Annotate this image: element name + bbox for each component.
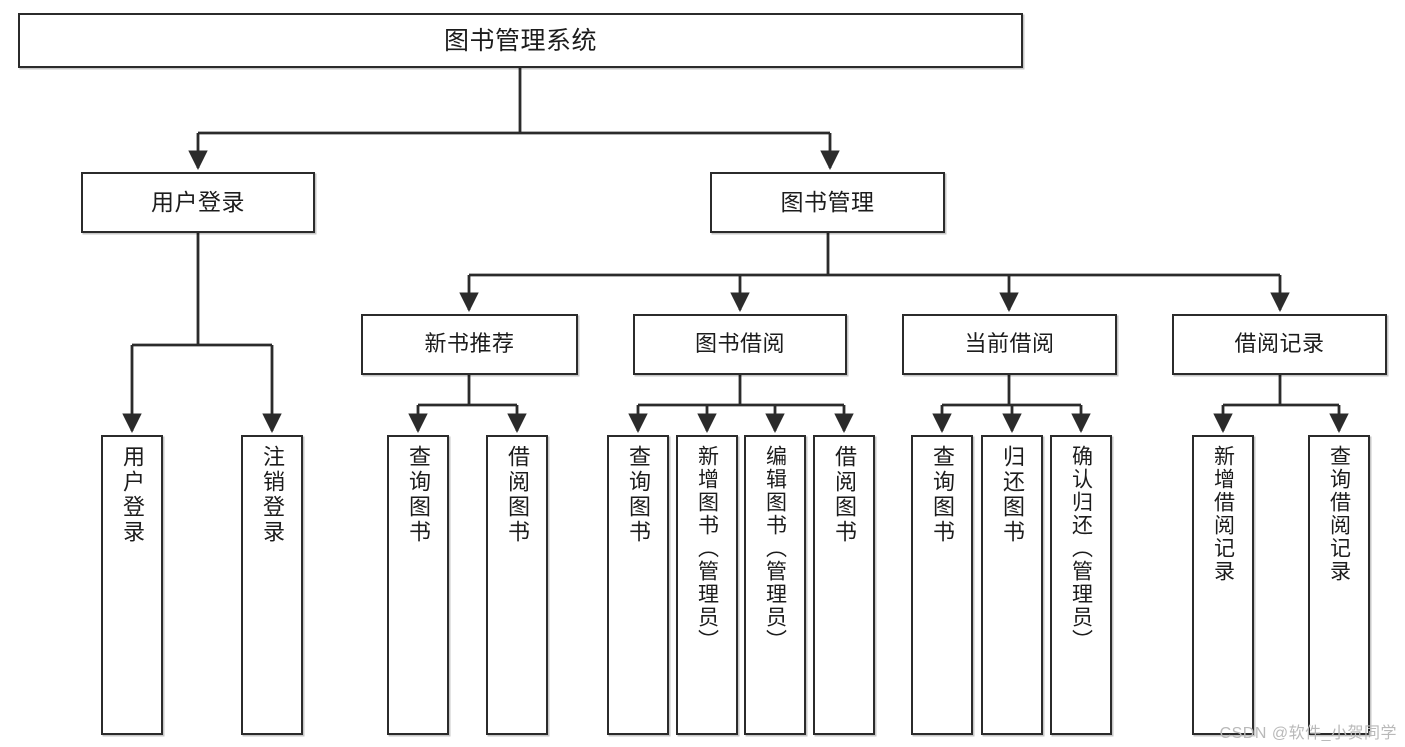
node-leaf-query-book-3[interactable]: 查询图书 — [911, 435, 973, 735]
node-borrow-record-label: 借阅记录 — [1234, 331, 1325, 357]
node-root-system[interactable]: 图书管理系统 — [18, 13, 1023, 68]
node-leaf-query-book-3-label: 查询图书 — [930, 445, 955, 545]
node-current-borrow[interactable]: 当前借阅 — [902, 314, 1117, 375]
node-leaf-logout-login-label: 注销登录 — [260, 445, 285, 545]
node-leaf-edit-book-admin-label: 编辑图书（管理员） — [763, 445, 787, 652]
node-leaf-borrow-book-2[interactable]: 借阅图书 — [813, 435, 875, 735]
node-leaf-add-borrow-record[interactable]: 新增借阅记录 — [1192, 435, 1254, 735]
node-leaf-return-book[interactable]: 归还图书 — [981, 435, 1043, 735]
node-leaf-query-borrow-record-label: 查询借阅记录 — [1327, 445, 1351, 583]
node-leaf-borrow-book-2-label: 借阅图书 — [832, 445, 857, 545]
node-leaf-logout-login[interactable]: 注销登录 — [241, 435, 303, 735]
node-leaf-add-book-admin[interactable]: 新增图书（管理员） — [676, 435, 738, 735]
node-leaf-query-book-2-label: 查询图书 — [626, 445, 651, 545]
node-leaf-add-borrow-record-label: 新增借阅记录 — [1211, 445, 1235, 583]
node-leaf-borrow-book-1[interactable]: 借阅图书 — [486, 435, 548, 735]
node-book-borrow[interactable]: 图书借阅 — [633, 314, 847, 375]
csdn-watermark: CSDN @软件_小贺同学 — [1219, 725, 1397, 742]
node-leaf-return-book-label: 归还图书 — [1000, 445, 1025, 545]
node-user-login-label: 用户登录 — [151, 188, 245, 215]
node-root-system-label: 图书管理系统 — [443, 26, 597, 55]
node-leaf-edit-book-admin[interactable]: 编辑图书（管理员） — [744, 435, 806, 735]
node-borrow-record[interactable]: 借阅记录 — [1172, 314, 1387, 375]
node-leaf-confirm-return-admin[interactable]: 确认归还（管理员） — [1050, 435, 1112, 735]
node-leaf-add-book-admin-label: 新增图书（管理员） — [695, 445, 719, 652]
node-leaf-query-book-2[interactable]: 查询图书 — [607, 435, 669, 735]
node-book-borrow-label: 图书借阅 — [694, 331, 785, 357]
node-leaf-confirm-return-admin-label: 确认归还（管理员） — [1069, 445, 1093, 652]
node-leaf-user-login-label: 用户登录 — [120, 445, 145, 545]
node-current-borrow-label: 当前借阅 — [964, 331, 1055, 357]
node-book-manage-label: 图书管理 — [780, 188, 875, 215]
node-leaf-query-borrow-record[interactable]: 查询借阅记录 — [1308, 435, 1370, 735]
node-leaf-user-login[interactable]: 用户登录 — [101, 435, 163, 735]
node-new-book-recommend[interactable]: 新书推荐 — [361, 314, 578, 375]
node-new-book-recommend-label: 新书推荐 — [424, 331, 515, 357]
node-leaf-borrow-book-1-label: 借阅图书 — [505, 445, 530, 545]
node-leaf-query-book-1-label: 查询图书 — [406, 445, 431, 545]
node-leaf-query-book-1[interactable]: 查询图书 — [387, 435, 449, 735]
node-user-login[interactable]: 用户登录 — [81, 172, 315, 233]
node-book-manage[interactable]: 图书管理 — [710, 172, 945, 233]
